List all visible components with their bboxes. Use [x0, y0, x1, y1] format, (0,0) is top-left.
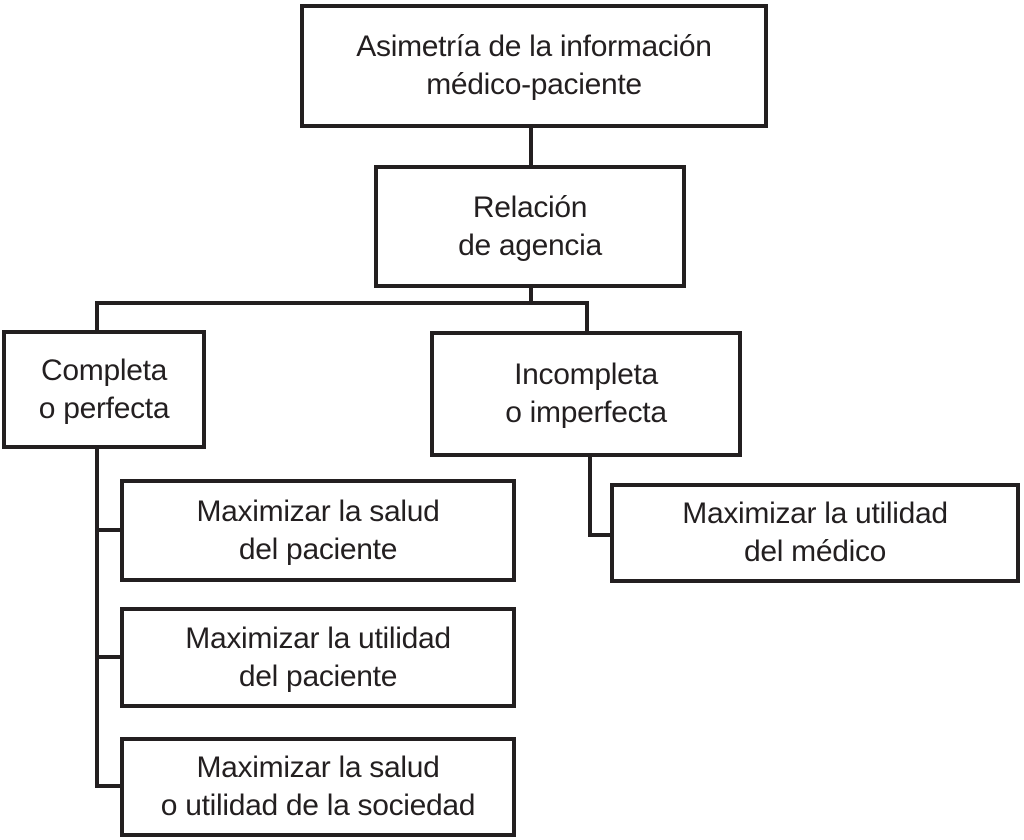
node-complete-or-perfect: Completa o perfecta: [2, 330, 206, 449]
connector-agency-stub: [529, 288, 533, 305]
node-maximize-society-health-utility-line2: o utilidad de la sociedad: [160, 789, 476, 822]
connector-branch-bar: [95, 301, 589, 305]
node-agency-relationship: Relación de agencia: [374, 165, 686, 288]
connector-stub-doctor-utility: [588, 533, 610, 537]
node-incomplete-or-imperfect-line1: Incompleta: [514, 358, 658, 391]
node-maximize-doctor-utility-line1: Maximizar la utilidad: [682, 497, 948, 530]
node-maximize-society-health-utility: Maximizar la salud o utilidad de la soci…: [120, 737, 516, 837]
connector-complete-spine: [95, 449, 99, 788]
node-maximize-patient-health-line2: del paciente: [238, 532, 398, 566]
connector-bar-to-complete: [95, 301, 99, 330]
node-maximize-patient-utility-line1: Maximizar la utilidad: [185, 621, 451, 655]
node-maximize-patient-health: Maximizar la salud del paciente: [120, 479, 516, 582]
connector-bar-to-incomplete: [585, 301, 589, 331]
node-maximize-doctor-utility: Maximizar la utilidad del médico: [610, 483, 1020, 583]
node-maximize-society-health-utility-line1: Maximizar la salud: [196, 751, 440, 784]
node-agency-relationship-line1: Relación: [472, 190, 588, 224]
node-agency-relationship-line2: de agencia: [458, 228, 602, 262]
node-maximize-patient-health-line1: Maximizar la salud: [196, 494, 440, 528]
node-maximize-doctor-utility-line2: del médico: [743, 535, 887, 568]
node-maximize-patient-utility-line2: del paciente: [238, 659, 398, 693]
node-complete-or-perfect-line1: Completa: [41, 353, 167, 387]
node-information-asymmetry: Asimetría de la información médico-pacie…: [300, 4, 768, 128]
node-incomplete-or-imperfect-line2: o imperfecta: [505, 396, 667, 429]
node-incomplete-or-imperfect: Incompleta o imperfecta: [430, 331, 742, 457]
connector-stub-patient-utility: [95, 655, 120, 659]
node-complete-or-perfect-line2: o perfecta: [38, 391, 170, 425]
connector-stub-patient-health: [95, 528, 120, 532]
node-maximize-patient-utility: Maximizar la utilidad del paciente: [120, 607, 516, 708]
connector-incomplete-drop: [588, 457, 592, 537]
node-information-asymmetry-line1: Asimetría de la información: [356, 30, 712, 63]
connector-stub-society-health: [95, 784, 120, 788]
connector-root-agency: [529, 128, 533, 165]
node-information-asymmetry-line2: médico-paciente: [426, 68, 642, 101]
